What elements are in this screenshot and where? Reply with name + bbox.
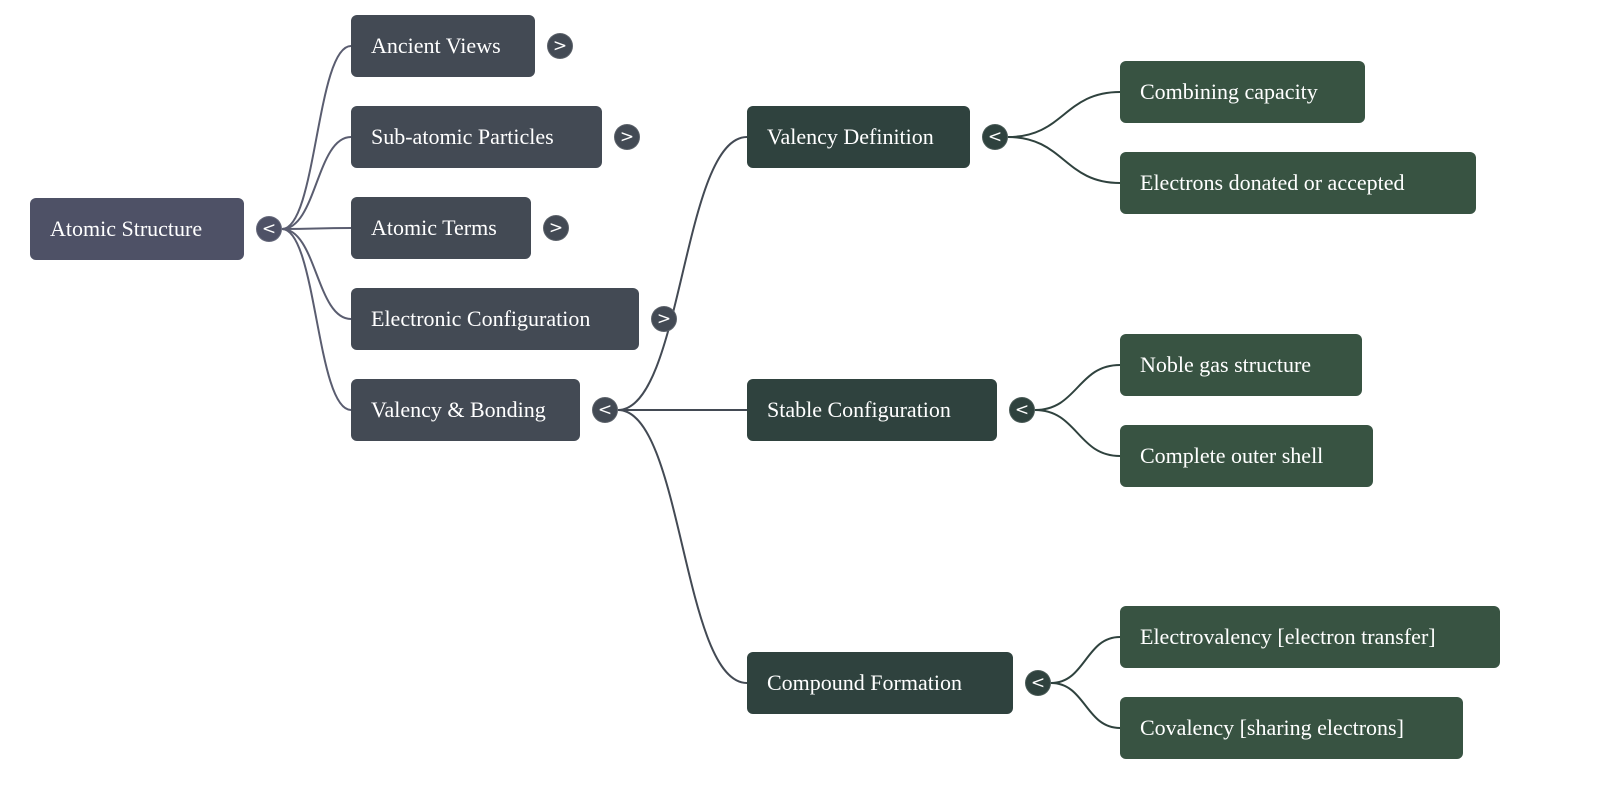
expand-toggle-icon[interactable]: >: [547, 33, 573, 59]
node-valency-definition[interactable]: Valency Definition: [747, 106, 970, 168]
connector-root-to-level1: [281, 136, 352, 230]
connector-root-to-level1: [281, 228, 352, 320]
collapse-toggle-icon[interactable]: <: [256, 216, 282, 242]
expand-toggle-icon[interactable]: >: [614, 124, 640, 150]
connector-level2-to-level3: [1007, 136, 1121, 184]
node-valency-bonding[interactable]: Valency & Bonding: [351, 379, 580, 441]
connector-level2-to-level3: [1034, 409, 1121, 457]
node-atomic-structure[interactable]: Atomic Structure: [30, 198, 244, 260]
connector-level1-to-level2: [617, 136, 748, 411]
connector-level2-to-level3: [1007, 91, 1121, 138]
node-atomic-terms[interactable]: Atomic Terms: [351, 197, 531, 259]
collapse-toggle-icon[interactable]: <: [1009, 397, 1035, 423]
node-noble-gas-structure[interactable]: Noble gas structure: [1120, 334, 1362, 396]
node-covalency[interactable]: Covalency [sharing electrons]: [1120, 697, 1463, 759]
connector-level2-to-level3: [1034, 364, 1121, 411]
connector-level2-to-level3: [1050, 636, 1121, 684]
collapse-toggle-icon[interactable]: <: [982, 124, 1008, 150]
node-stable-configuration[interactable]: Stable Configuration: [747, 379, 997, 441]
node-sub-atomic-particles[interactable]: Sub-atomic Particles: [351, 106, 602, 168]
node-ancient-views[interactable]: Ancient Views: [351, 15, 535, 77]
expand-toggle-icon[interactable]: >: [543, 215, 569, 241]
connector-root-to-level1: [281, 227, 352, 230]
connector-level2-to-level3: [1050, 682, 1121, 729]
expand-toggle-icon[interactable]: >: [651, 306, 677, 332]
node-electronic-configuration[interactable]: Electronic Configuration: [351, 288, 639, 350]
node-electrons-donated-or-accepted[interactable]: Electrons donated or accepted: [1120, 152, 1476, 214]
collapse-toggle-icon[interactable]: <: [592, 397, 618, 423]
connector-root-to-level1: [281, 228, 352, 411]
node-combining-capacity[interactable]: Combining capacity: [1120, 61, 1365, 123]
node-complete-outer-shell[interactable]: Complete outer shell: [1120, 425, 1373, 487]
connector-root-to-level1: [281, 45, 352, 230]
connector-level1-to-level2: [617, 409, 748, 684]
node-electrovalency[interactable]: Electrovalency [electron transfer]: [1120, 606, 1500, 668]
collapse-toggle-icon[interactable]: <: [1025, 670, 1051, 696]
node-compound-formation[interactable]: Compound Formation: [747, 652, 1013, 714]
